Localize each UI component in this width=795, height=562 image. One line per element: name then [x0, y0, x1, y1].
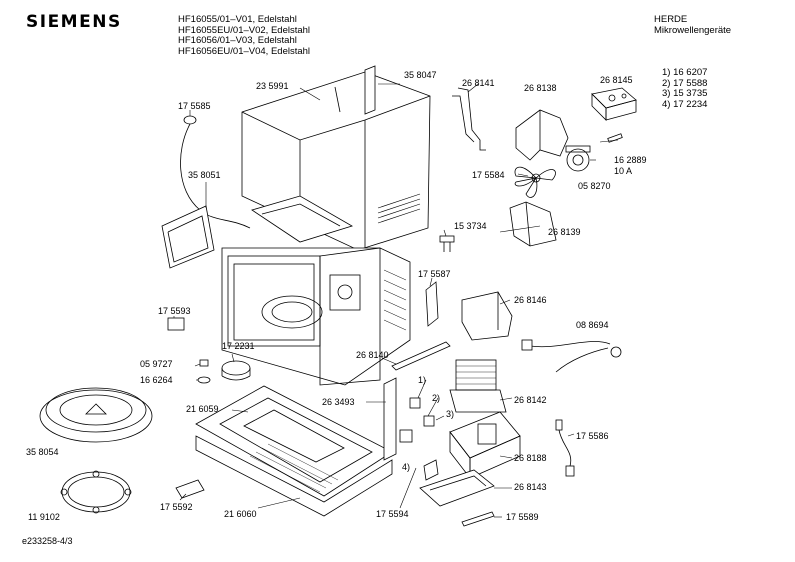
part-label: 26 8142 [514, 395, 547, 405]
mounting-plate-268143 [419, 469, 495, 507]
part-label: 21 6059 [186, 404, 219, 414]
sensor-cable-175586 [555, 419, 575, 477]
brand-logo: SIEMENS [26, 12, 122, 32]
bracket-268141 [452, 87, 486, 151]
part-label: 26 8138 [524, 83, 557, 93]
oven-cavity [221, 195, 411, 386]
callout-label: 3) [446, 409, 455, 419]
callout-label: 1) [418, 375, 427, 385]
air-duct-268139 [509, 201, 557, 247]
roller-ring-119102 [60, 470, 132, 514]
part-label: 26 3493 [322, 397, 355, 407]
footnote: 3) 15 3735 [662, 88, 708, 100]
hv-transformer-268142 [449, 359, 507, 413]
part-label: 35 8051 [188, 170, 221, 180]
footnote-list: 1) 16 6207 2) 17 5588 3) 15 3735 4) 17 2… [662, 67, 708, 110]
fuse-162889 [607, 133, 623, 143]
coupler-059727 [199, 359, 209, 367]
part-label: 15 3734 [454, 221, 487, 231]
model-line: HF16056/01–V03, Edelstahl [178, 35, 297, 47]
part-label: 26 8140 [356, 350, 389, 360]
part-label: 26 8145 [600, 75, 633, 85]
bracket-175587 [425, 281, 439, 327]
rail-268140 [391, 341, 451, 371]
part-label: 17 5584 [472, 170, 505, 180]
part-label: 21 6060 [224, 509, 257, 519]
part-label: 05 9727 [140, 359, 173, 369]
power-cord-088694 [521, 339, 622, 373]
part-label: 26 8188 [514, 453, 547, 463]
part-label: 10 A [614, 166, 633, 176]
terminal-board-268145 [591, 87, 637, 121]
model-list: HF16055/01–V01, Edelstahl HF16055EU/01–V… [178, 14, 311, 57]
footnote: 1) 16 6207 [662, 67, 708, 78]
fan-duct-268138 [515, 109, 569, 161]
part-label: 26 8146 [514, 295, 547, 305]
part-label: 26 8143 [514, 482, 547, 492]
part-label: 17 5589 [506, 512, 539, 522]
strip-175589 [461, 511, 495, 527]
part-label: 17 2231 [222, 341, 255, 351]
insulator-153734 [439, 235, 455, 252]
part-label: 05 8270 [578, 181, 611, 191]
hv-transformer-268188 [449, 411, 521, 480]
roller-166264 [197, 376, 211, 384]
callout-label: 2) [432, 393, 441, 403]
model-line: HF16056EU/01–V04, Edelstahl [178, 45, 311, 57]
part-label: 17 5593 [158, 306, 191, 316]
bracket-175592 [175, 479, 205, 499]
part-label: 16 2889 [614, 155, 647, 165]
glass-turntable-358054 [39, 387, 153, 443]
part-label: 35 8047 [404, 70, 437, 80]
part-label: 35 8054 [26, 447, 59, 457]
mica-plate-175593 [167, 317, 185, 331]
footnote: 2) 17 5588 [662, 77, 708, 89]
mica-cover-358051 [161, 205, 215, 269]
document-id: e233258-4/3 [22, 536, 73, 546]
appliance-category: Mikrowellengeräte [654, 24, 732, 36]
leader-lines [173, 83, 619, 518]
part-label: 17 5586 [576, 431, 609, 441]
part-label: 26 8139 [548, 227, 581, 237]
manufacturer-block: HERDE Mikrowellengeräte [654, 14, 732, 36]
bottom-tray-216060 [195, 435, 393, 517]
part-label: 23 5991 [256, 81, 289, 91]
clip-175594 [423, 459, 439, 481]
switch-holder-263493 [383, 377, 435, 461]
fan-motor-058270 [565, 145, 591, 172]
part-label: 08 8694 [576, 320, 609, 330]
part-label: 17 5594 [376, 509, 409, 519]
part-label: 26 8141 [462, 78, 495, 88]
waveguide-268146 [461, 291, 513, 341]
turntable-motor-172231 [221, 360, 251, 381]
callout-label: 4) [402, 462, 411, 472]
part-label: 11 9102 [28, 512, 60, 522]
manufacturer: HERDE [654, 14, 688, 25]
model-line: HF16055EU/01–V02, Edelstahl [178, 24, 311, 36]
part-label: 16 6264 [140, 375, 173, 385]
model-line: HF16055/01–V01, Edelstahl [178, 14, 297, 25]
part-label: 17 5592 [160, 502, 193, 512]
fan-blade-175584 [514, 166, 556, 198]
part-label: 17 5585 [178, 101, 211, 111]
part-label: 17 5587 [418, 269, 451, 279]
footnote: 4) 17 2234 [662, 98, 708, 110]
